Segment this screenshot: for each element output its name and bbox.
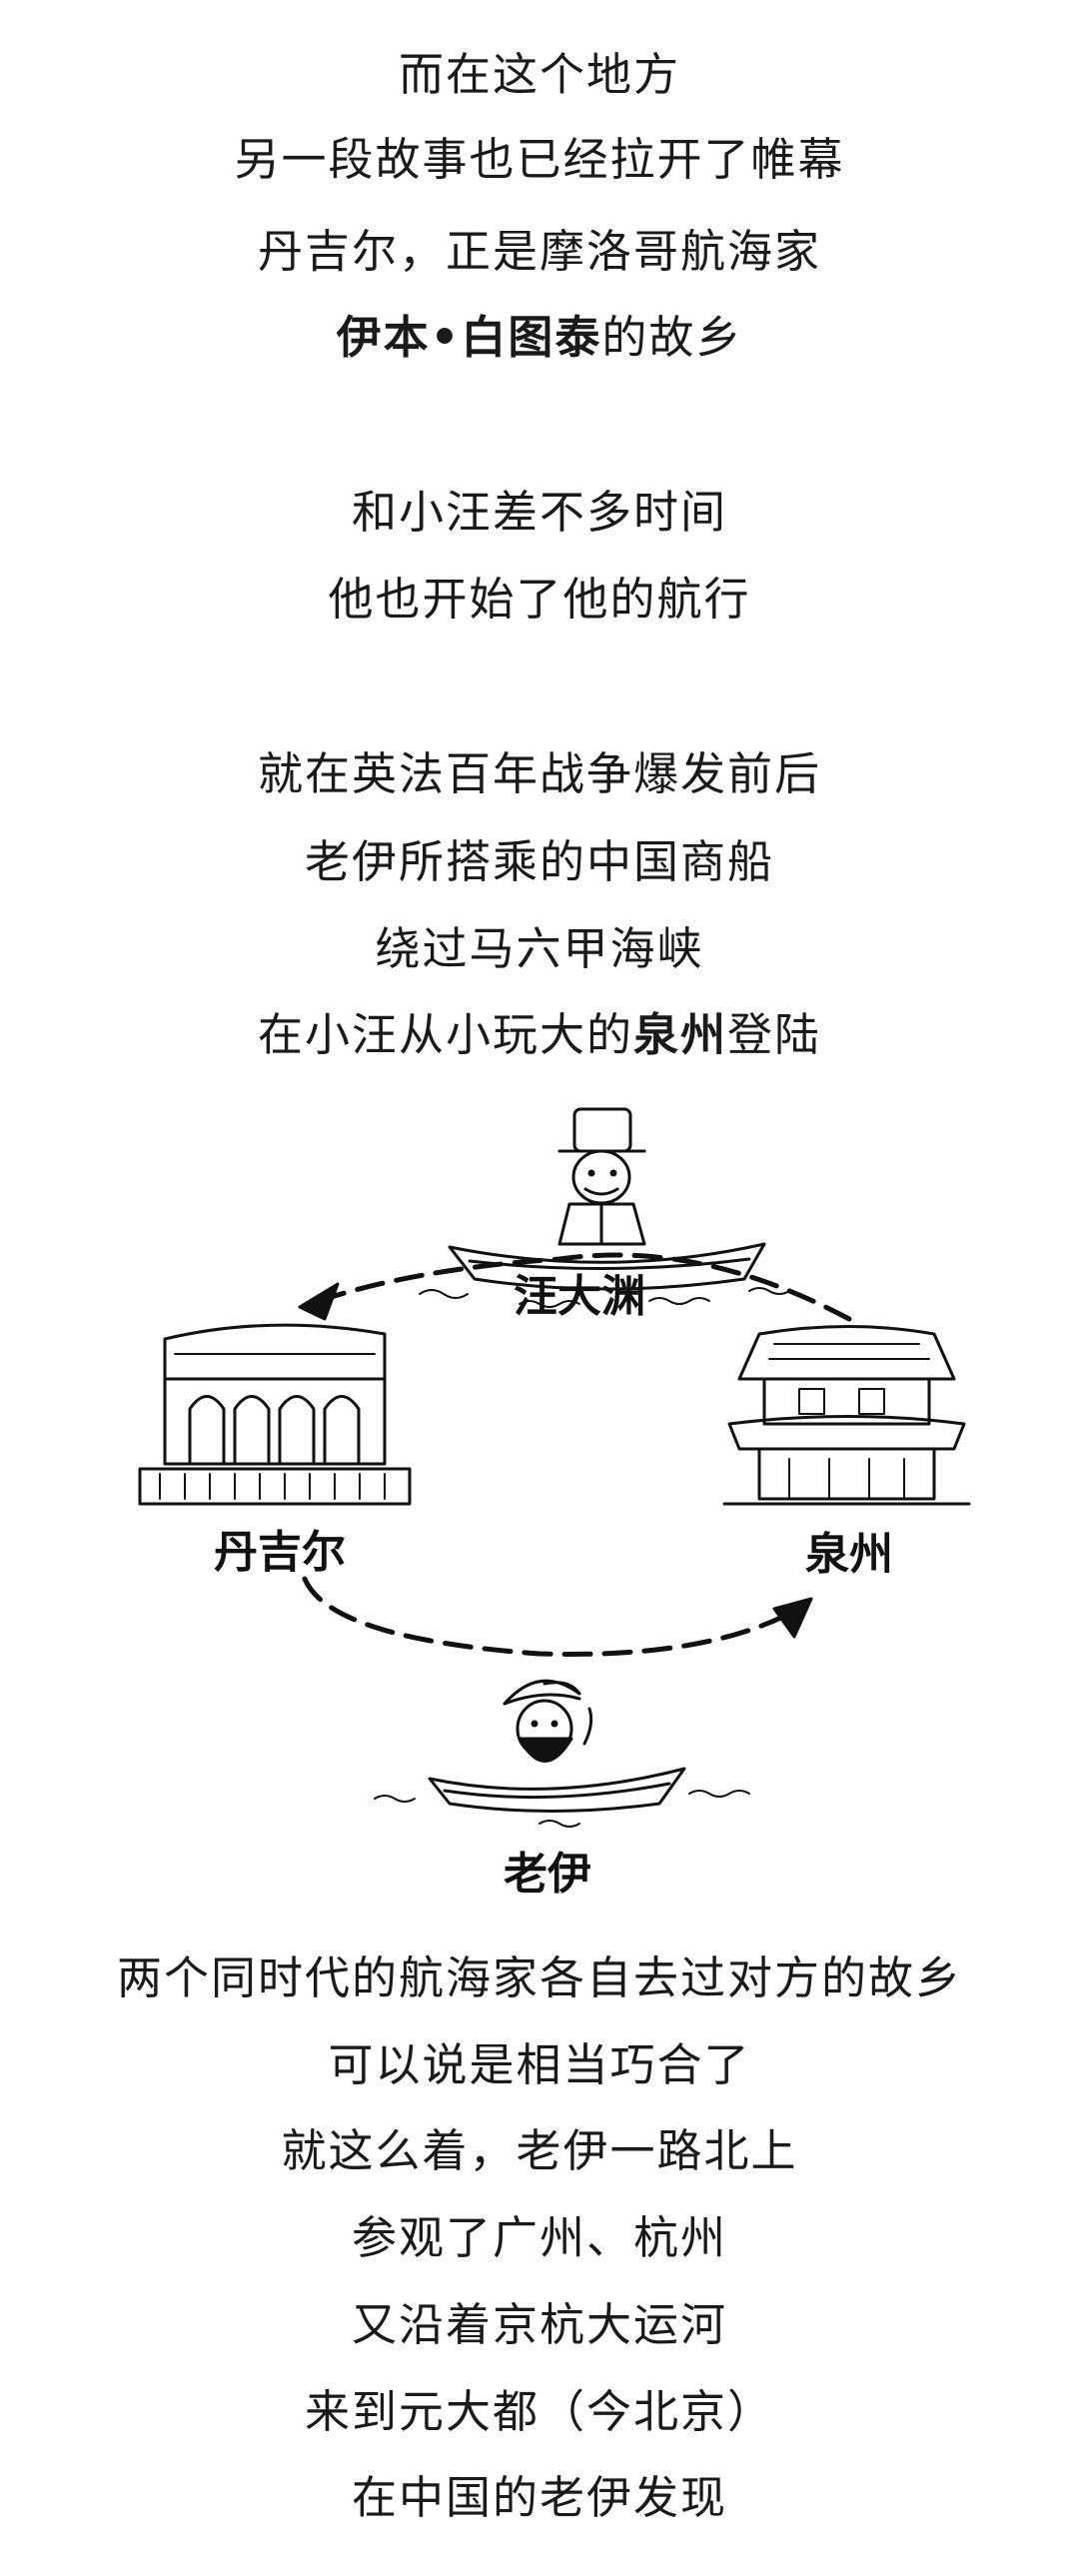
text-line: 来到元大都（今北京） xyxy=(304,2385,774,2438)
text-line: 他也开始了他的航行 xyxy=(328,573,751,626)
arrowhead-left xyxy=(298,1282,340,1321)
name-highlight: 伊本•白图泰 xyxy=(336,311,602,364)
ibn-battuta-figure xyxy=(503,1679,593,1763)
text-line: 和小汪差不多时间 xyxy=(351,486,727,539)
text-line: 在中国的老伊发现 xyxy=(351,2471,727,2524)
quanzhou-building xyxy=(722,1325,971,1506)
text-fragment: 的故乡 xyxy=(601,311,743,364)
label-ibn-battuta: 老伊 xyxy=(504,1849,591,1900)
route-arrow-top xyxy=(307,1252,852,1322)
route-arrow-bottom xyxy=(302,1576,792,1657)
text-line: 就这么着，老伊一路北上 xyxy=(281,2124,798,2177)
text-line: 另一段故事也已经拉开了帷幕 xyxy=(234,133,845,186)
label-wang-dayuan: 汪大渊 xyxy=(514,1271,645,1322)
text-line: 两个同时代的航海家各自去过对方的故乡 xyxy=(116,1951,962,2004)
text-line: 又沿着京杭大运河 xyxy=(351,2298,727,2351)
wang-dayuan-figure xyxy=(557,1107,646,1246)
arrowhead-right xyxy=(772,1597,813,1639)
label-tangier: 丹吉尔 xyxy=(214,1527,346,1578)
text-line: 丹吉尔，正是摩洛哥航海家 xyxy=(257,225,821,278)
text-line: 绕过马六甲海峡 xyxy=(375,922,704,975)
bottom-boat xyxy=(374,1767,750,1828)
place-highlight: 泉州 xyxy=(632,1008,727,1061)
tangier-building xyxy=(138,1323,412,1506)
text-line: 参观了广州、杭州 xyxy=(351,2211,727,2264)
label-quanzhou: 泉州 xyxy=(805,1529,893,1580)
text-line: 而在这个地方 xyxy=(398,48,680,101)
text-fragment: 登陆 xyxy=(727,1008,822,1061)
text-line: 在小汪从小玩大的泉州登陆 xyxy=(0,1005,1079,1065)
text-line: 伊本•白图泰的故乡 xyxy=(0,308,1079,368)
voyage-illustration: 汪大渊 丹吉尔 泉州 xyxy=(0,1079,1079,1919)
text-line: 就在英法百年战争爆发前后 xyxy=(257,747,821,800)
text-fragment: 在小汪从小玩大的 xyxy=(257,1008,633,1061)
text-line: 老伊所搭乘的中国商船 xyxy=(304,835,774,888)
text-line: 可以说是相当巧合了 xyxy=(328,2038,751,2091)
